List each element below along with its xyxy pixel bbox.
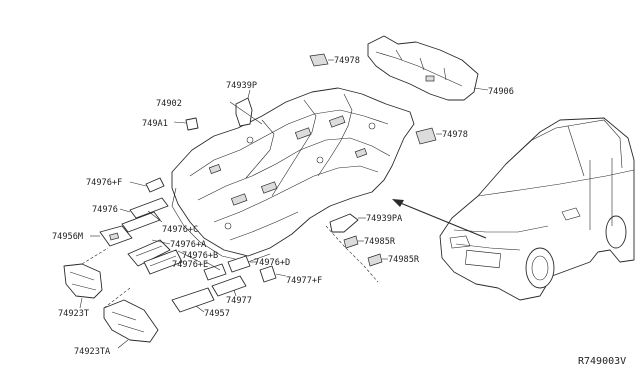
label-74956M: 74956M — [52, 232, 83, 242]
label-74985R-upper: 74985R — [364, 237, 396, 247]
label-74976C: 74976+C — [162, 225, 198, 235]
insulator-74923TA — [103, 299, 159, 343]
label-74976: 74976 — [92, 205, 118, 215]
label-74985R-lower: 74985R — [388, 255, 420, 265]
label-74978-right: 74978 — [442, 130, 468, 140]
label-74957: 74957 — [204, 309, 230, 319]
label-74976E: 74976+E — [172, 260, 208, 270]
clip-74976F — [129, 177, 165, 193]
label-749A1: 749A1 — [142, 119, 168, 129]
spacer-74976A — [127, 239, 171, 267]
spacer-74977 — [211, 275, 247, 297]
spacer-74957 — [171, 287, 215, 313]
label-74923T: 74923T — [58, 309, 89, 319]
spacer-74976 — [119, 197, 169, 219]
label-74978-top: 74978 — [334, 56, 360, 66]
label-74976A: 74976+A — [170, 240, 207, 250]
mat-74956M — [90, 225, 133, 247]
bracket-74939P — [235, 89, 253, 127]
pad-74985R-lower — [367, 253, 388, 267]
label-74923TA: 74923TA — [74, 347, 111, 357]
label-74977: 74977 — [226, 296, 252, 306]
alignment-line-right — [325, 225, 379, 283]
alignment-line-left — [81, 247, 131, 309]
spacer-74976B — [143, 249, 183, 275]
label-74976F: 74976+F — [86, 178, 122, 188]
pad-74985R-upper — [343, 235, 364, 249]
pad-74978-right — [415, 127, 442, 145]
clip-749A1 — [173, 117, 199, 131]
label-74939P: 74939P — [226, 81, 257, 91]
label-74976D: 74976+D — [254, 258, 290, 268]
label-74902: 74902 — [156, 99, 182, 109]
leader-lines — [79, 101, 263, 349]
spacer-74976C — [121, 211, 161, 233]
label-74977F: 74977+F — [286, 276, 322, 286]
label-74939PA: 74939PA — [366, 214, 403, 224]
insulator-74906 — [367, 35, 489, 101]
label-74976B: 74976+B — [182, 251, 218, 261]
insulator-74923T — [63, 263, 103, 299]
pointer-arrow — [392, 199, 487, 239]
spacer-74976E — [203, 263, 227, 281]
bracket-74939PA — [329, 213, 366, 233]
spacer-74976D — [227, 255, 251, 273]
spacer-74977F — [259, 265, 287, 283]
diagram-reference-code: R749003V — [578, 356, 626, 367]
floor-carpet-74902 — [171, 87, 415, 263]
vehicle-outline — [439, 117, 635, 301]
label-74906: 74906 — [488, 87, 514, 97]
pad-74978-top — [309, 53, 334, 67]
